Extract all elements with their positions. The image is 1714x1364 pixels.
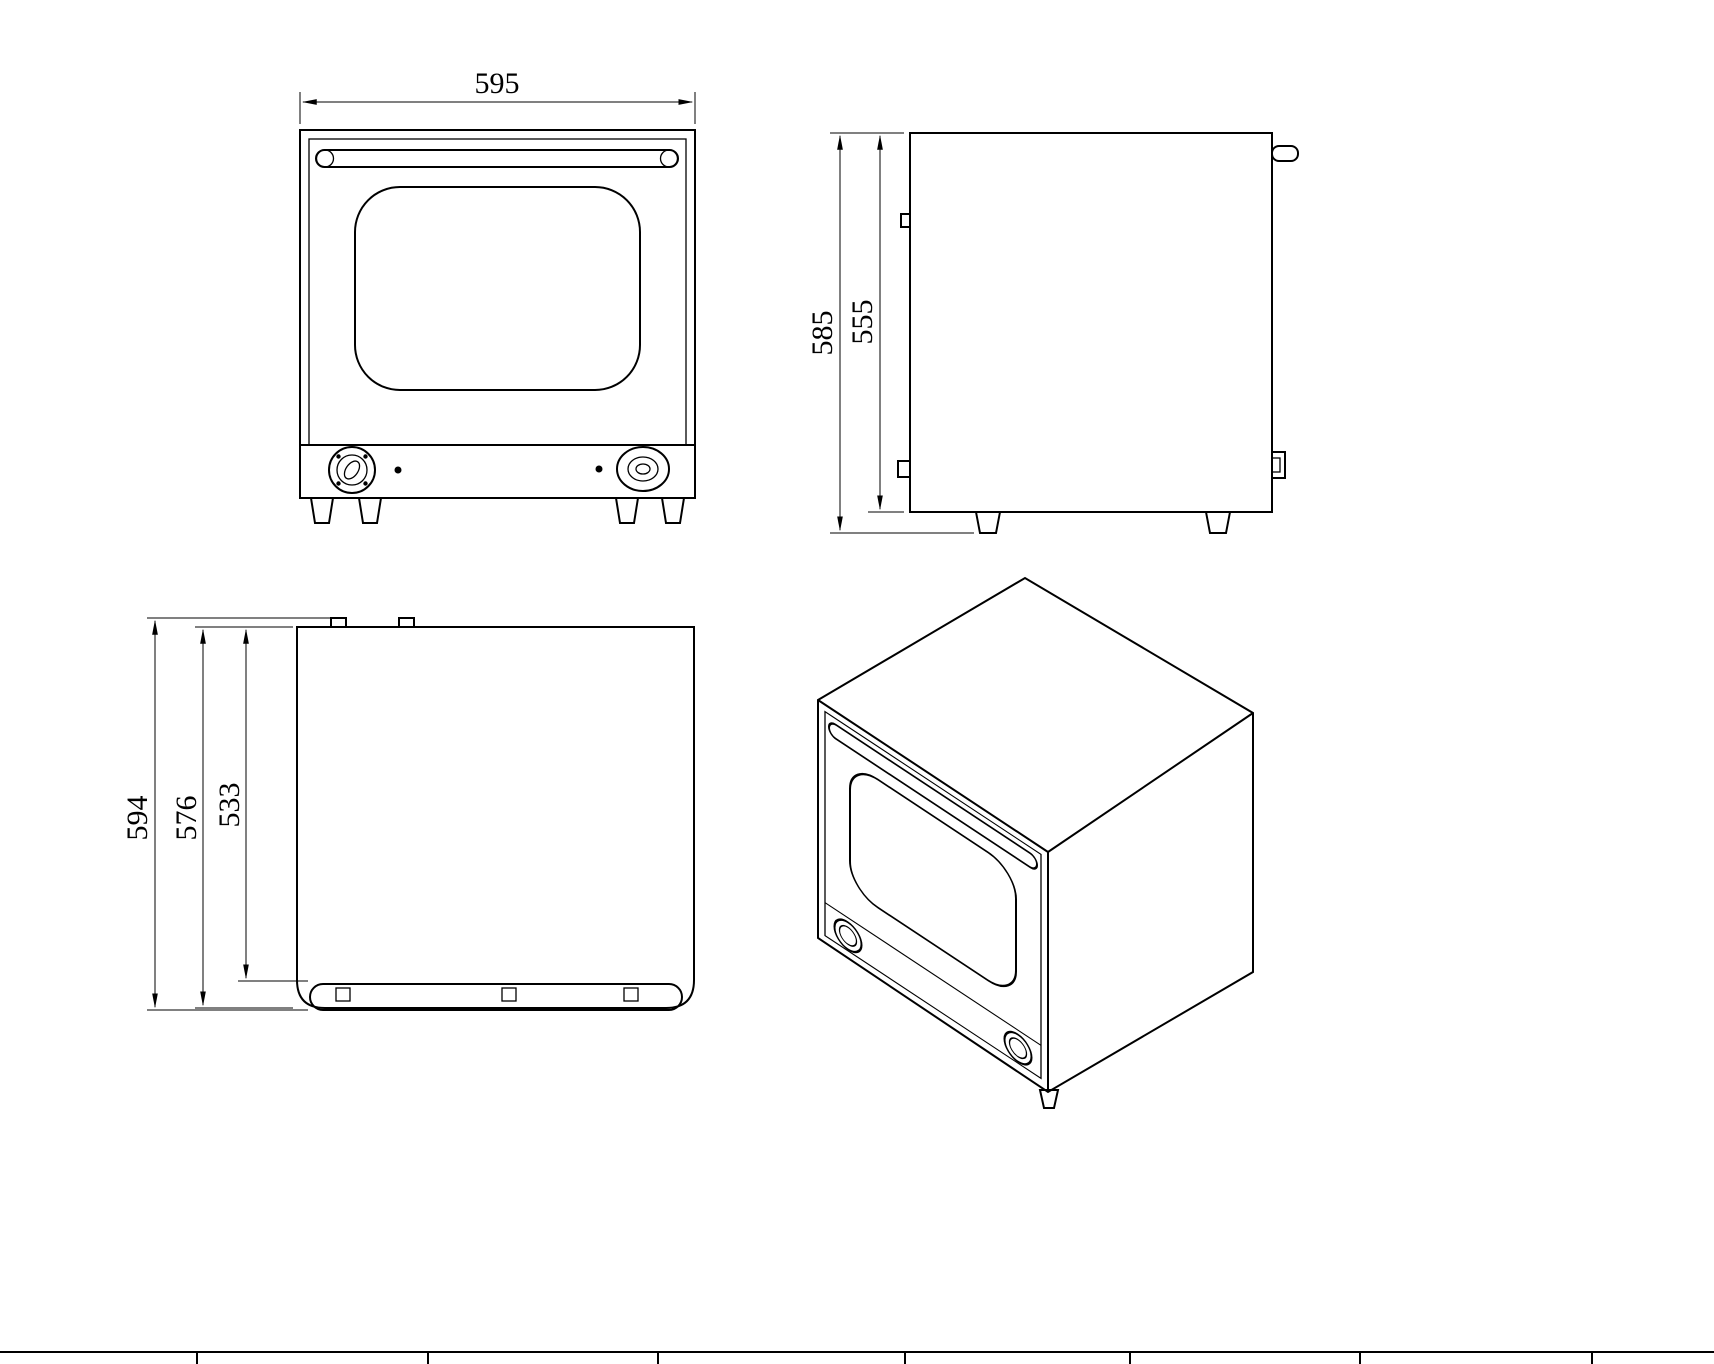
side-body-outline — [909, 132, 1273, 513]
side-foot — [974, 511, 1002, 534]
side-hinge-top — [900, 213, 911, 228]
iso-inner-frame — [824, 710, 1042, 1080]
top-depth-dimension-576: 576 — [170, 626, 293, 1009]
iso-foot — [1038, 1089, 1060, 1109]
top-handle — [309, 983, 683, 1011]
top-body-outline — [296, 626, 695, 1009]
top-depth-dimension-533: 533 — [213, 628, 308, 982]
dim-top-inner-depth: 533 — [213, 783, 246, 828]
iso-knob-right — [1003, 1030, 1033, 1066]
front-door-window — [354, 186, 641, 391]
front-body-outline — [299, 129, 696, 446]
title-block — [0, 1351, 1714, 1364]
front-control-panel — [299, 444, 696, 499]
iso-door-window — [849, 772, 1017, 988]
front-body-inner — [308, 138, 687, 446]
dim-top-overall-depth: 594 — [121, 796, 154, 841]
front-handle-end-left — [315, 149, 335, 168]
side-hinge-bottom — [897, 460, 911, 478]
front-handle-end-right — [659, 149, 679, 168]
iso-top-edges — [817, 699, 1254, 854]
front-knob-right — [616, 446, 670, 492]
top-view: 594 576 533 — [121, 617, 695, 1011]
side-latch — [1271, 451, 1286, 479]
front-handle — [315, 149, 679, 168]
dim-side-body-height: 555 — [846, 300, 879, 345]
side-height-dimension-585: 585 — [806, 132, 974, 534]
top-tab — [398, 617, 415, 628]
dim-top-body-depth: 576 — [170, 796, 203, 841]
front-indicator-dot-right — [595, 465, 603, 473]
side-latch-inner — [1271, 457, 1281, 473]
side-height-dimension-555: 555 — [846, 134, 904, 513]
top-depth-dimension-594: 594 — [121, 617, 331, 1011]
front-foot — [309, 497, 335, 524]
top-foot — [501, 987, 517, 1002]
side-foot — [1204, 511, 1232, 534]
side-view: 585 555 — [806, 132, 1299, 534]
top-tab — [330, 617, 347, 628]
front-view: 595 — [299, 67, 696, 524]
dim-side-overall-height: 585 — [806, 311, 839, 356]
iso-panel-line — [825, 901, 1041, 1047]
front-foot — [660, 497, 686, 524]
dim-front-width: 595 — [475, 67, 520, 100]
front-foot — [357, 497, 383, 524]
top-foot — [335, 987, 351, 1002]
front-foot — [614, 497, 640, 524]
iso-handle — [828, 722, 1038, 870]
iso-knob-left — [833, 918, 863, 954]
side-handle — [1271, 145, 1299, 162]
top-foot — [623, 987, 639, 1002]
iso-outline — [817, 576, 1254, 1094]
front-knob-left — [328, 446, 376, 494]
front-indicator-dot-left — [394, 466, 402, 474]
isometric-view — [817, 576, 1254, 1109]
iso-front-face — [824, 710, 1042, 1080]
front-width-dimension: 595 — [299, 67, 696, 124]
